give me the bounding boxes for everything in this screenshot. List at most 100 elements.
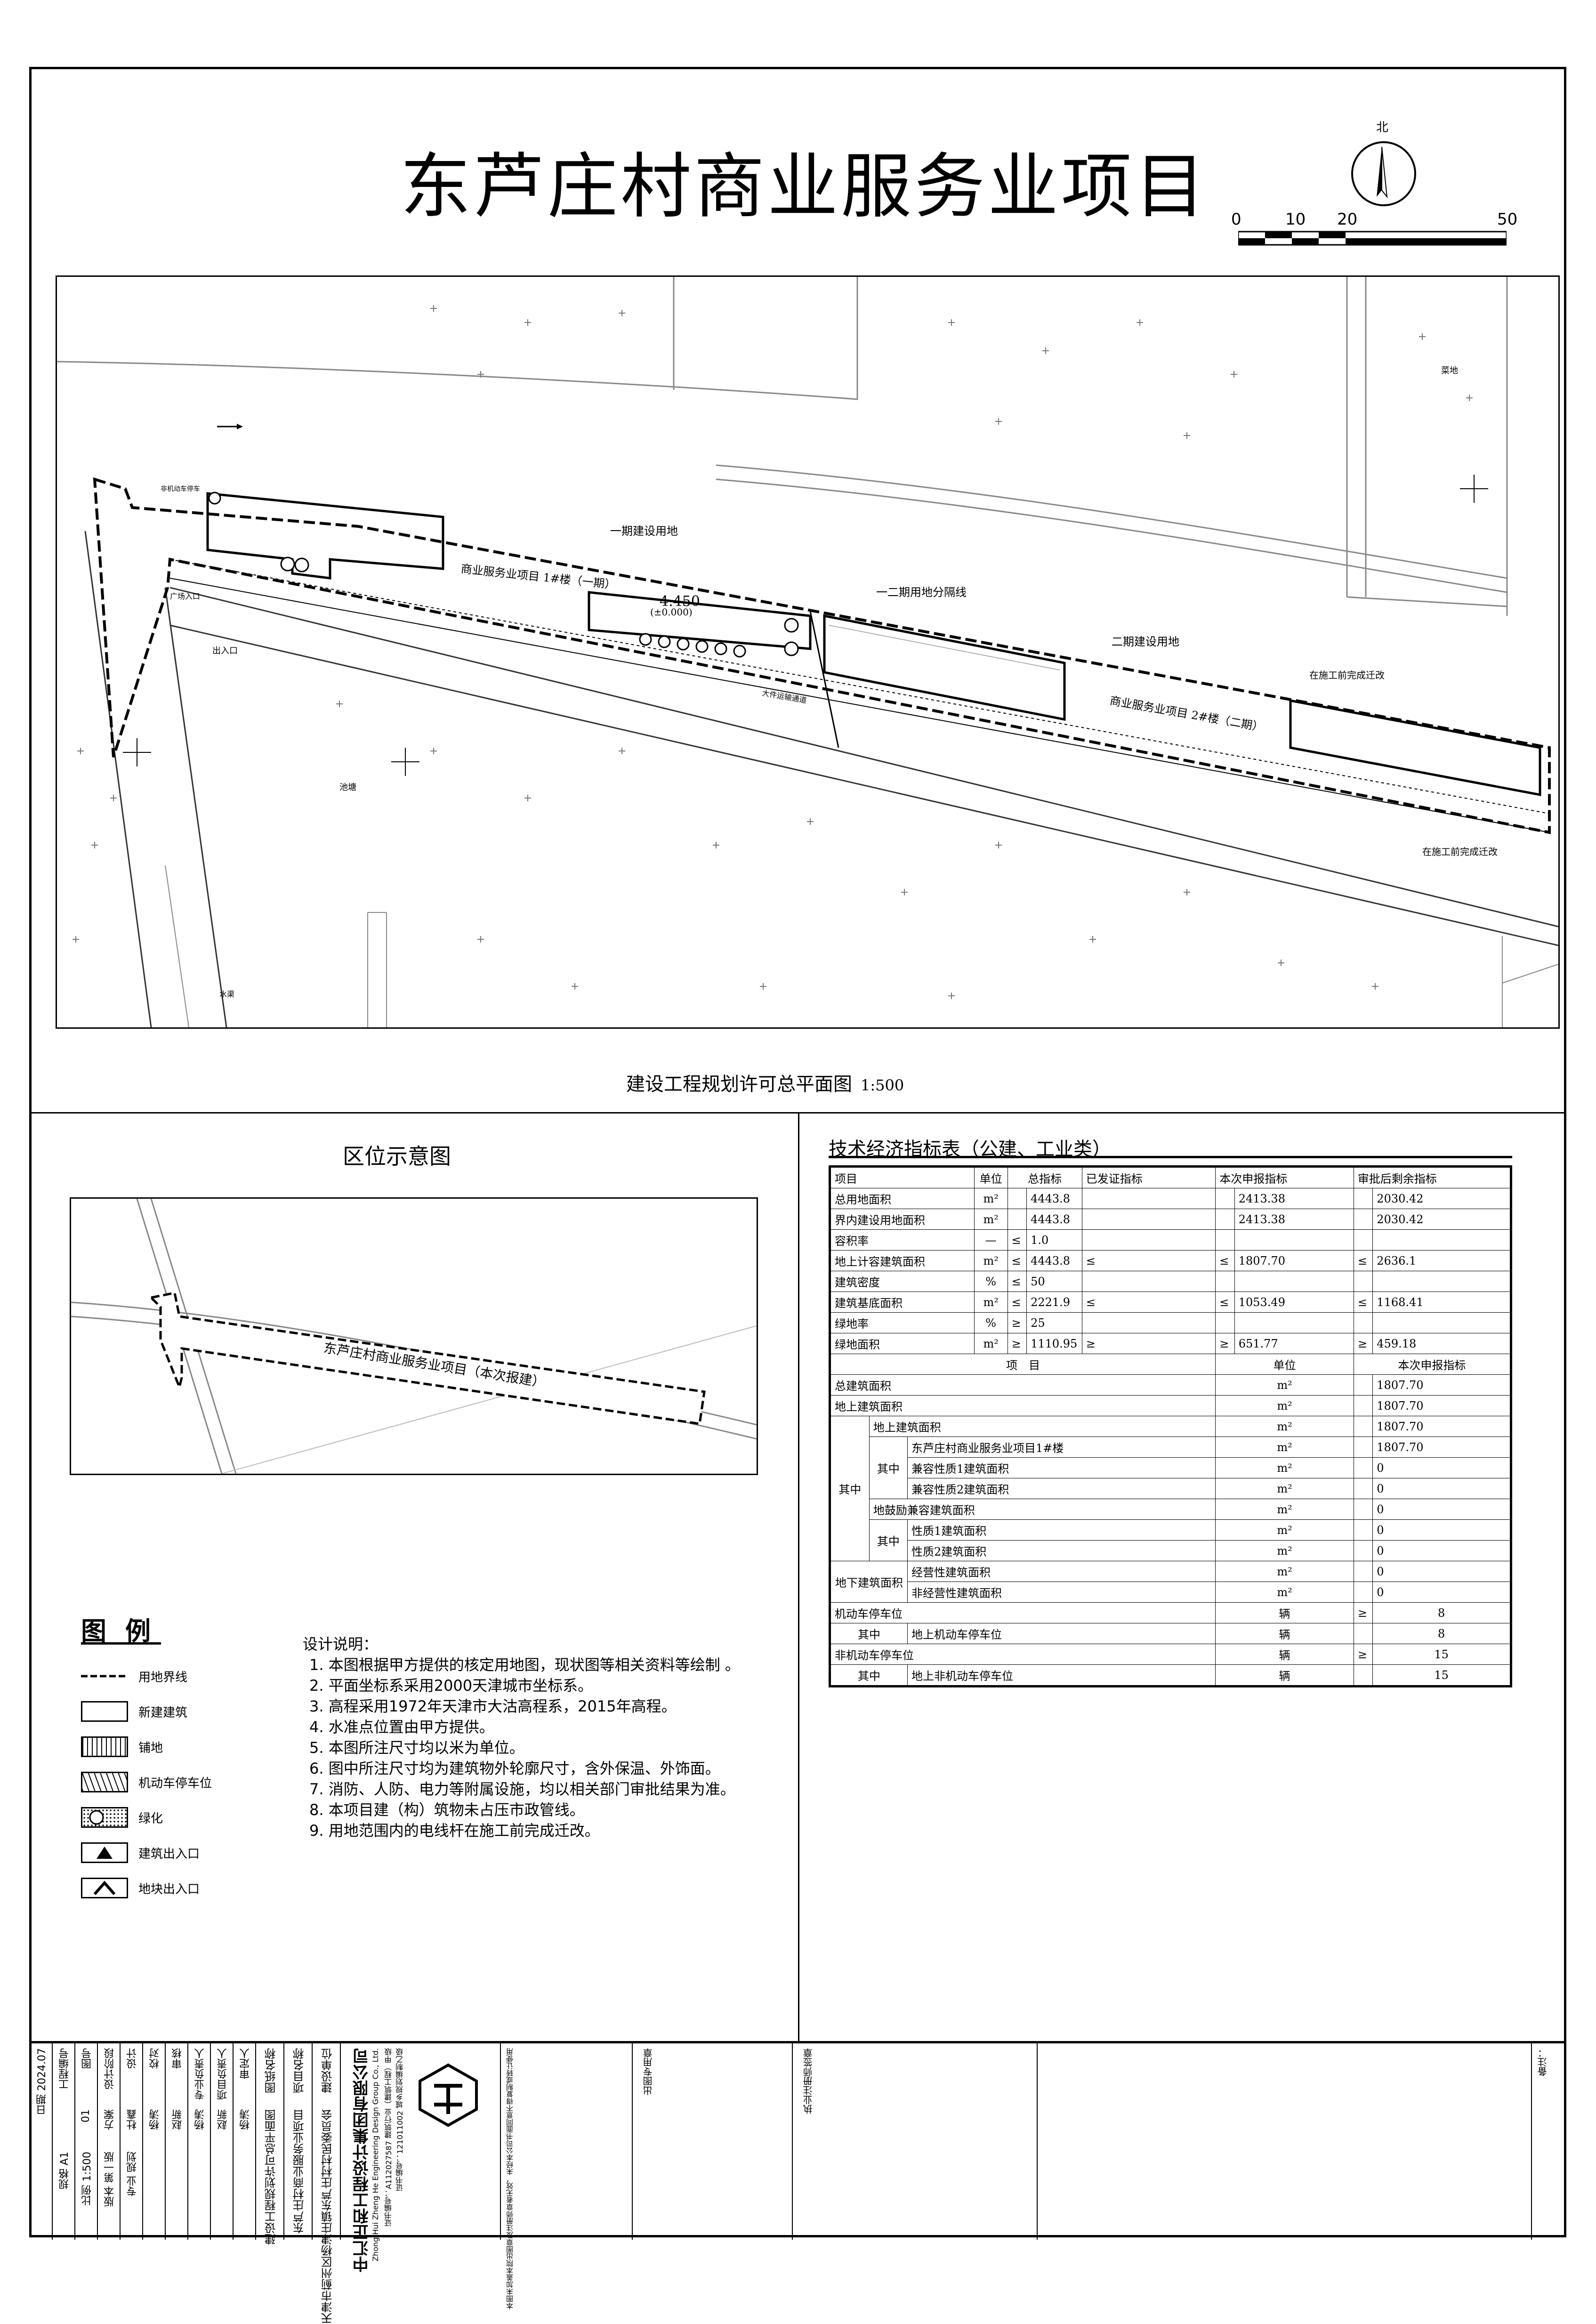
row-op2: ≤	[1215, 1291, 1235, 1313]
sub-row-op	[1353, 1478, 1373, 1499]
tb-label: 工程编号	[59, 2048, 71, 2090]
row-item: 建筑基底面积	[830, 1291, 975, 1313]
site-plan-caption-text: 建设工程规划许可总平面图	[626, 1073, 852, 1095]
sub-row-value: 8	[1372, 1623, 1511, 1644]
row-remaining	[1372, 1229, 1511, 1251]
design-notes: 设计说明： 1. 本图根据甲方提供的核定用地图，现状图等相关资料等绘制 。 2.…	[303, 1634, 740, 1841]
sub-row-item: 地上非机动车停车位	[907, 1664, 1216, 1687]
row-issued	[1081, 1188, 1216, 1209]
legend-label: 新建建筑	[138, 1705, 188, 1720]
design-note-item: 4. 水准点位置由甲方提供。	[309, 1718, 494, 1736]
design-note-item: 7. 消防、人防、电力等附属设施，均以相关部门审批结果为准。	[309, 1780, 735, 1798]
row-item: 地上计容建筑面积	[830, 1250, 975, 1271]
tb-label: 项目负责人	[217, 2048, 229, 2100]
sub-row-op	[1353, 1561, 1373, 1582]
sub-row-value: 0	[1372, 1457, 1511, 1478]
tb-value: 专业 规划	[127, 2152, 138, 2196]
tb-divider	[312, 2043, 313, 2240]
sub-row-unit: m²	[1215, 1416, 1354, 1437]
row-current: 1053.49	[1234, 1291, 1354, 1313]
row-op: ≥	[1007, 1333, 1027, 1354]
table-row: 建筑密度% ≤50	[830, 1271, 1511, 1292]
tech-subtable-header: 项 目 单位 本次申报指标	[829, 1354, 1512, 1375]
tech-table-header: 项目 单位 总指标 已发证指标 本次申报指标 审批后剩余指标	[830, 1166, 1512, 1188]
scale-tick-50: 50	[1497, 210, 1518, 229]
legend-label: 机动车停车位	[138, 1776, 212, 1791]
greenery-icon	[81, 1807, 128, 1828]
label-elevation: 4.450	[660, 593, 700, 610]
tb-label: 审核	[172, 2048, 184, 2069]
tb-divider	[210, 2043, 211, 2240]
tech-table-underline	[829, 1156, 1512, 1158]
row-current: 2413.38	[1234, 1209, 1354, 1230]
row-op3	[1353, 1209, 1373, 1230]
row-remaining: 459.18	[1372, 1333, 1511, 1354]
sub-th-item: 项 目	[829, 1354, 1216, 1375]
tb-value: 杨涛	[194, 2109, 206, 2130]
row-current: 2413.38	[1234, 1188, 1354, 1209]
sub-row-group: 其中	[869, 1436, 908, 1499]
row-op: ≤	[1007, 1291, 1027, 1313]
tb-label: 建设单位	[321, 2048, 334, 2093]
tb-company-en: Zhong Hui Zheng He Engineering Design Gr…	[371, 2048, 380, 2261]
row-current	[1234, 1229, 1354, 1251]
tb-divider	[283, 2043, 284, 2240]
sub-row-unit: m²	[1215, 1374, 1354, 1396]
row-op	[1007, 1188, 1027, 1209]
row-remaining: 1168.41	[1372, 1291, 1511, 1313]
row-op2	[1215, 1209, 1235, 1230]
tb-value: 赵新	[172, 2109, 184, 2130]
tb-company: 中汇正和工程设计集团有限公司	[353, 2048, 371, 2272]
sub-row-value: 1807.70	[1372, 1374, 1511, 1396]
tb-divider	[233, 2043, 234, 2240]
label-pond: 池塘	[339, 783, 356, 792]
sub-row-unit: m²	[1215, 1499, 1354, 1520]
sub-row-value: 15	[1372, 1664, 1511, 1687]
tb-label: 图纸名称	[265, 2048, 278, 2093]
tb-divider	[187, 2043, 188, 2240]
tb-cert: 证书编号：A112027587 建筑行业（建筑工程）甲级	[384, 2048, 393, 2227]
table-row: 容积率— ≤1.0	[830, 1229, 1511, 1251]
sub-row-item: 地鼓励兼容建筑面积	[869, 1499, 1216, 1520]
row-remaining	[1372, 1271, 1511, 1292]
tb-value: 杜鑫	[127, 2109, 138, 2130]
row-op3	[1353, 1271, 1373, 1292]
tb-cert2: 证书编号：121011002 城乡规划编制乙级	[395, 2048, 404, 2192]
th-total: 总指标	[1007, 1166, 1082, 1188]
sub-row-op	[1353, 1395, 1373, 1416]
sub-row-group: 其中	[830, 1416, 870, 1561]
row-op3	[1353, 1312, 1373, 1333]
sub-row-unit: 辆	[1215, 1602, 1354, 1623]
tb-divider	[340, 2043, 341, 2240]
tb-divider	[97, 2043, 98, 2240]
sub-row-unit: m²	[1215, 1540, 1354, 1561]
th-remaining: 审批后剩余指标	[1353, 1166, 1512, 1188]
row-unit: m²	[974, 1188, 1008, 1209]
row-unit: m²	[974, 1291, 1008, 1313]
sub-row-item: 兼容性质1建筑面积	[907, 1457, 1216, 1478]
row-issued	[1081, 1271, 1216, 1292]
tb-stamp-left: 出图专用章	[643, 2048, 654, 2095]
legend-underline	[81, 1642, 161, 1645]
row-op2	[1215, 1271, 1235, 1292]
row-issued: ≥	[1081, 1333, 1216, 1354]
scale-tick-0: 0	[1231, 210, 1241, 229]
row-item: 建筑密度	[830, 1271, 975, 1292]
design-notes-heading: 设计说明：	[303, 1635, 379, 1653]
sub-row-item: 总建筑面积	[829, 1374, 1216, 1396]
row-remaining: 2636.1	[1372, 1250, 1511, 1271]
label-elevation-ref: (±0.000)	[650, 606, 693, 618]
sub-row-op	[1353, 1457, 1373, 1478]
sub-th-value: 本次申报指标	[1353, 1354, 1512, 1375]
label-relocate-1: 在施工前完成迁改	[1309, 670, 1385, 681]
row-unit: m²	[974, 1209, 1008, 1230]
legend-item-new-building: 新建建筑	[81, 1697, 187, 1726]
